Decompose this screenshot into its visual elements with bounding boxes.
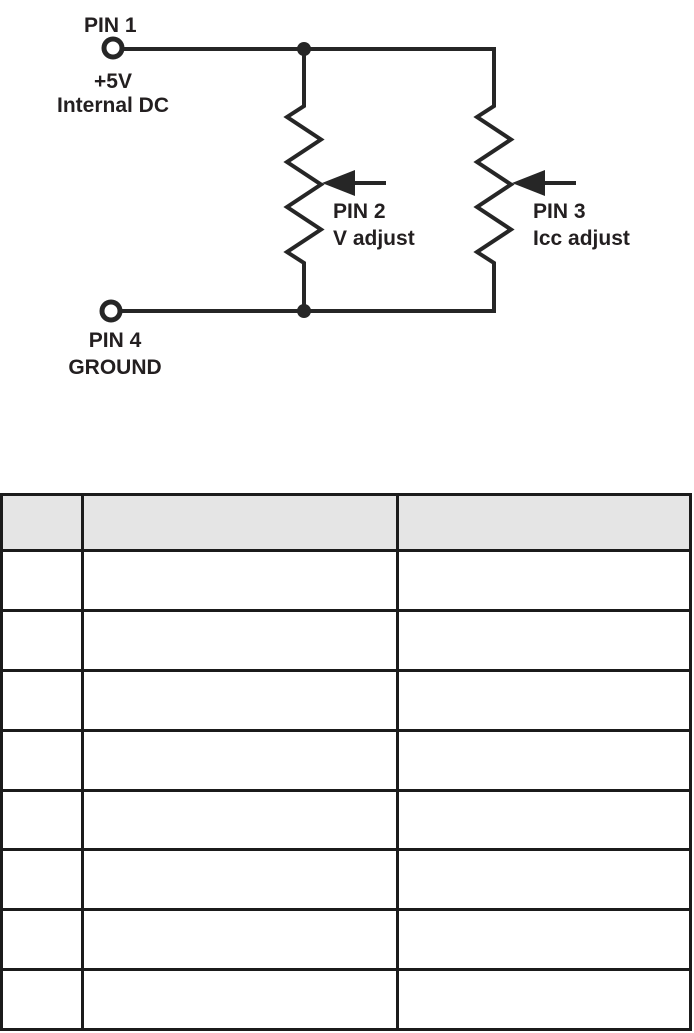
table-cell [81,668,399,732]
top-junction-dot [297,42,311,56]
circuit-diagram [99,36,576,323]
table-cell [81,788,399,852]
pin2-potentiometer-resistor [283,49,325,311]
table-cell [396,668,692,732]
table-row [0,549,692,612]
table-row [0,908,692,972]
pin4-label: PIN 4 GROUND [25,327,205,381]
spec-table-head [0,493,692,552]
pin3-wiper-arrow-icon [512,170,576,196]
table-row [0,848,692,912]
table-row [0,788,692,852]
table-header-cell [0,493,84,552]
table-cell [81,848,399,912]
table-header-cell [396,493,692,552]
pin4-terminal-icon [99,299,123,323]
table-cell [0,908,84,972]
pin2-function-text: V adjust [333,227,415,250]
table-cell [81,908,399,972]
table-cell [396,608,692,672]
pin3-potentiometer-resistor [473,47,515,311]
pin3-label: PIN 3 Icc adjust [533,198,630,252]
table-cell [396,968,692,1031]
table-cell [0,728,84,792]
table-cell [81,728,399,792]
table-cell [0,549,84,612]
table-row [0,668,692,732]
table-cell [396,848,692,912]
table-header-cell [81,493,399,552]
table-row [0,968,692,1031]
bottom-junction-dot [297,304,311,318]
table-cell [81,968,399,1031]
pin1-sublabel: +5V Internal DC [23,70,203,118]
pin3-function-text: Icc adjust [533,227,630,250]
table-row [0,728,692,792]
pin2-name-text: PIN 2 [333,200,386,223]
table-cell [0,788,84,852]
pin1-source-text: Internal DC [56,94,169,117]
pin4-function-text: GROUND [68,356,162,379]
pin2-label: PIN 2 V adjust [333,198,415,252]
table-header-row [0,493,692,552]
table-row [0,608,692,672]
pin1-voltage-text: +5V [94,70,132,93]
table-cell [0,608,84,672]
table-cell [396,549,692,612]
table-cell [81,549,399,612]
pin2-wiper-arrow-icon [322,170,386,196]
table-cell [81,608,399,672]
table-cell [0,668,84,732]
spec-table [0,493,692,1031]
table-cell [396,908,692,972]
pin1-label: PIN 1 [84,14,137,37]
pin4-name-text: PIN 4 [88,329,142,352]
spec-table-body [0,549,692,1031]
pin3-name-text: PIN 3 [533,200,586,223]
table-cell [0,848,84,912]
table-cell [396,728,692,792]
pin1-terminal-icon [101,36,125,60]
table-cell [0,968,84,1031]
table-cell [396,788,692,852]
